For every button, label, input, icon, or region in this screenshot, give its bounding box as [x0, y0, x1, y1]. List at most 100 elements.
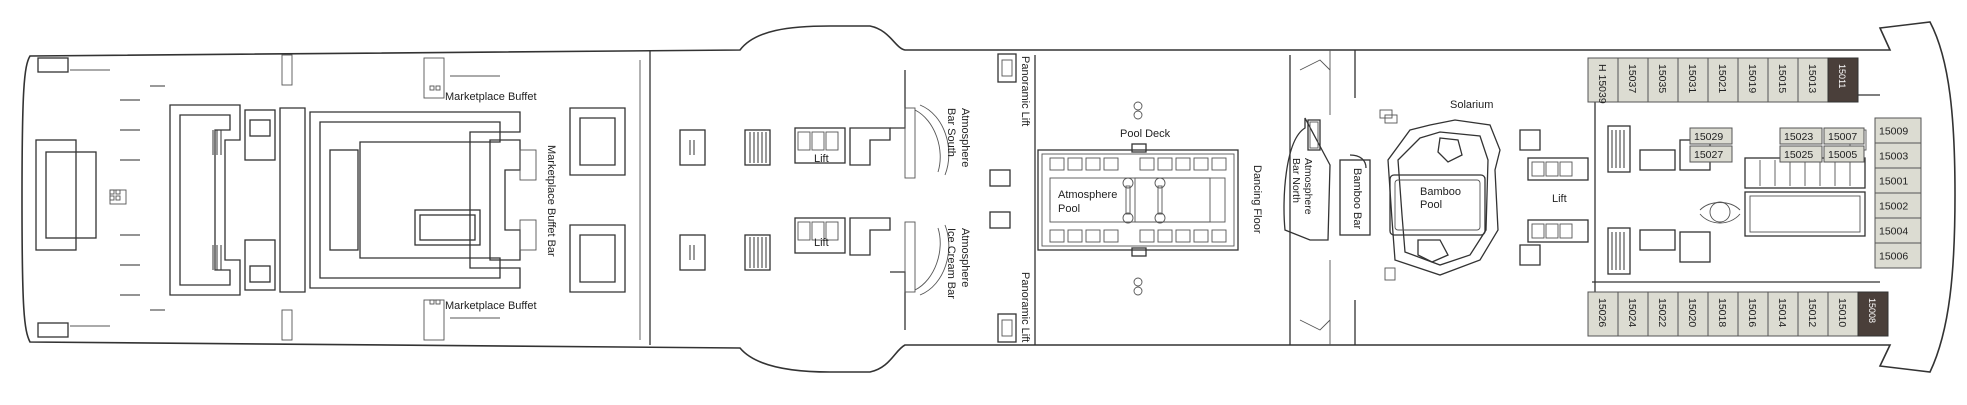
- cabin-15026: 15026: [1587, 291, 1619, 337]
- label-lift-fwd-top: Lift: [814, 153, 829, 165]
- cabin-number: 15025: [1784, 149, 1813, 161]
- cabin-number: 15004: [1879, 226, 1908, 238]
- cabin-15013: 15013: [1797, 57, 1829, 103]
- cabin-15029: 15029: [1689, 127, 1733, 145]
- cabin-h-15039: H 15039: [1587, 57, 1619, 104]
- cabin-15022: 15022: [1647, 291, 1679, 337]
- solarium-area: [1354, 50, 1501, 345]
- cabin-15025: 15025: [1779, 145, 1823, 163]
- cabin-number: 15031: [1686, 64, 1698, 93]
- cabin-15001: 15001: [1874, 167, 1922, 194]
- cabin-row-bottom: 15026 15024 15022 15020 15018 15016 15014 15012…: [1587, 291, 1889, 337]
- label-atmosphere-bar-north: AtmosphereBar North: [1290, 158, 1314, 215]
- label-bamboo-bar: Bamboo Bar: [1351, 168, 1363, 229]
- buffet-area-walls: [169, 57, 537, 341]
- cabin-number: 15021: [1716, 64, 1728, 93]
- cabin-number: 15024: [1626, 298, 1638, 327]
- label-marketplace-buffet-bar: Marketplace Buffet Bar: [545, 145, 557, 257]
- cabin-number: 15014: [1776, 298, 1788, 327]
- cabin-number: 15027: [1694, 149, 1723, 161]
- cabin-15009: 15009: [1874, 117, 1922, 144]
- ship-hull: [21, 21, 1956, 373]
- cabin-number: 15018: [1716, 298, 1728, 327]
- panoramic-lift-top: [997, 53, 1017, 83]
- cabin-number: 15006: [1879, 251, 1908, 263]
- deck-markings-aft: [120, 54, 293, 341]
- cabin-number: 15015: [1776, 64, 1788, 93]
- cabin-number: 15035: [1656, 64, 1668, 93]
- cabin-15012: 15012: [1797, 291, 1829, 337]
- cabin-number: 15011: [1837, 64, 1847, 88]
- panoramic-lift-bottom: [997, 313, 1017, 343]
- cabin-15020: 15020: [1677, 291, 1709, 337]
- cabin-15010: 15010: [1827, 291, 1859, 337]
- label-atmosphere-bar-south: AtmosphereBar South: [945, 108, 971, 167]
- label-solarium: Solarium: [1450, 99, 1493, 111]
- cabin-number: 15020: [1686, 298, 1698, 327]
- label-marketplace-buffet-bottom: Marketplace Buffet: [445, 300, 537, 312]
- label-atmosphere-ice-cream-bar: AtmosphereIce Cream Bar: [945, 228, 971, 299]
- cabin-number: 15009: [1879, 126, 1908, 138]
- cabin-15016: 15016: [1737, 291, 1769, 337]
- buffet-stairs: [212, 130, 222, 270]
- label-lift-aft: Lift: [1552, 193, 1567, 205]
- buffet-grid-icon: [109, 85, 441, 305]
- bar-north-area: [1283, 50, 1398, 345]
- cabin-column-right: 15009 15003 15001 15002 15004 15006: [1874, 117, 1922, 269]
- cabin-15005: 15005: [1823, 145, 1865, 163]
- midship-stairs: [689, 132, 767, 268]
- cabin-15015: 15015: [1767, 57, 1799, 103]
- cabin-inner-block: 15029 15027 15023 15025 15007 15005: [1689, 127, 1865, 163]
- label-pool-deck: Pool Deck: [1120, 128, 1171, 140]
- cabin-15027: 15027: [1689, 145, 1733, 163]
- cabin-15024: 15024: [1617, 291, 1649, 337]
- cabin-15011: 15011: [1827, 57, 1859, 103]
- label-lift-fwd-bottom: Lift: [814, 237, 829, 249]
- cabin-15007: 15007: [1823, 127, 1865, 145]
- cabin-15003: 15003: [1874, 142, 1922, 169]
- cabin-15023: 15023: [1779, 127, 1823, 145]
- cabin-number: 15023: [1784, 131, 1813, 143]
- label-panoramic-lift-top: Panoramic Lift: [1019, 56, 1031, 126]
- cabin-number: 15002: [1879, 201, 1908, 213]
- cabin-15018: 15018: [1707, 291, 1739, 337]
- cabin-number: 15001: [1879, 176, 1908, 188]
- fwd-lift-top: [797, 131, 839, 151]
- cabin-number: H 15039: [1596, 64, 1608, 104]
- cabin-number: 15008: [1867, 298, 1877, 323]
- cabin-15019: 15019: [1737, 57, 1769, 103]
- sun-loungers: [1049, 157, 1227, 243]
- hot-tubs: [1122, 177, 1166, 224]
- label-panoramic-lift-bottom: Panoramic Lift: [1019, 272, 1031, 342]
- cabin-number: 15003: [1879, 151, 1908, 163]
- midship-lobby-walls: [569, 50, 950, 345]
- cabin-15008: 15008: [1857, 291, 1889, 337]
- cabin-15002: 15002: [1874, 192, 1922, 219]
- cabin-15014: 15014: [1767, 291, 1799, 337]
- cabin-15004: 15004: [1874, 217, 1922, 244]
- cabin-15035: 15035: [1647, 57, 1679, 103]
- cabin-number: 15013: [1806, 64, 1818, 93]
- cabin-row-top: H 15039 15037 15035 15031 15021 15019 15015 150…: [1587, 57, 1859, 104]
- cabin-15031: 15031: [1677, 57, 1709, 103]
- cabin-number: 15029: [1694, 131, 1723, 143]
- pool-deck: [989, 55, 1239, 345]
- aft-lift-block: [1519, 95, 1596, 300]
- cabin-15021: 15021: [1707, 57, 1739, 103]
- fwd-lift-bottom: [797, 221, 839, 241]
- stern-machinery: [35, 57, 127, 338]
- cabin-15006: 15006: [1874, 242, 1922, 269]
- label-marketplace-buffet-top: Marketplace Buffet: [445, 91, 537, 103]
- cabin-number: 15019: [1746, 64, 1758, 93]
- cabin-number: 15026: [1596, 298, 1608, 327]
- cabin-15037: 15037: [1617, 57, 1649, 103]
- cabin-number: 15007: [1828, 131, 1857, 143]
- cabin-number: 15005: [1828, 149, 1857, 161]
- cabin-number: 15037: [1626, 64, 1638, 93]
- label-dancing-floor: Dancing Floor: [1251, 165, 1263, 234]
- cabin-number: 15022: [1656, 298, 1668, 327]
